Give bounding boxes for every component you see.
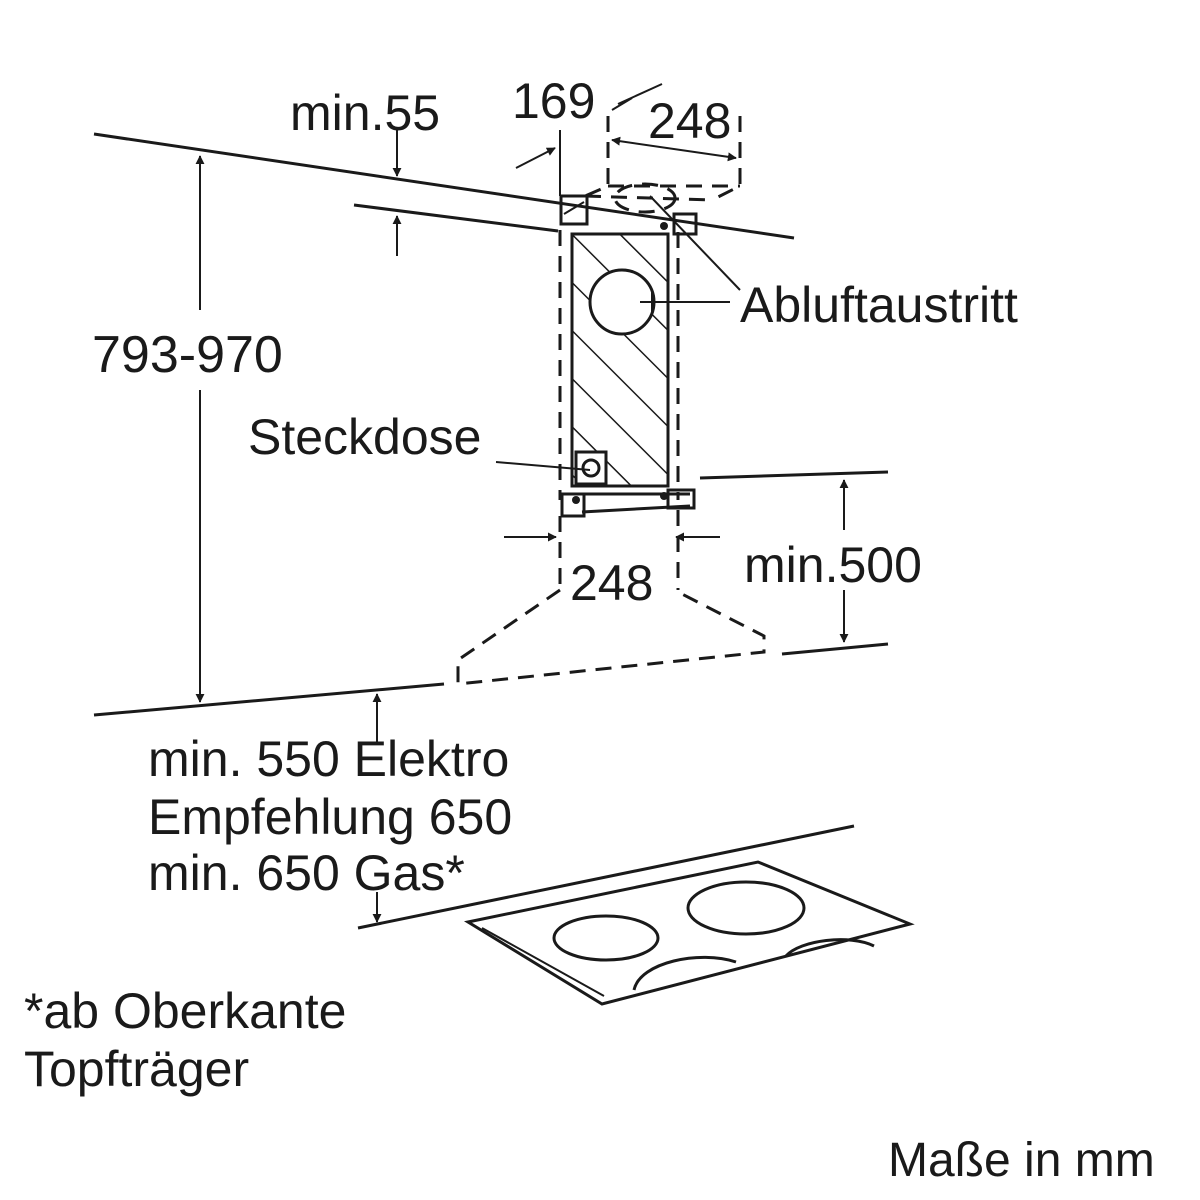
steckdose-leader	[495, 461, 591, 471]
label-clearance-2: Empfehlung 650	[148, 789, 512, 845]
ceiling-offset-line	[353, 203, 559, 233]
dim248-top-line	[611, 136, 737, 162]
dim169-arrow	[515, 147, 556, 169]
abluft-leader-1	[649, 195, 741, 291]
dim248-top-tick	[617, 83, 663, 105]
top-bracket-left	[559, 194, 589, 226]
socket-box	[574, 450, 608, 486]
label-169: 169	[512, 73, 595, 129]
label-248-top: 248	[648, 93, 731, 149]
hood-bottom-line	[93, 682, 445, 717]
burner-back-left	[686, 880, 806, 936]
exhaust-box-dashed	[584, 116, 742, 202]
label-footnote-1: *ab Oberkante	[24, 983, 346, 1039]
bottom-bracket-right	[666, 488, 696, 510]
ceiling-line	[93, 132, 795, 240]
top-bracket-left-hatch	[563, 201, 585, 215]
min500-bottom-line	[781, 642, 889, 656]
dim248-top-tick2	[611, 97, 633, 111]
label-footnote-2: Topfträger	[24, 1041, 249, 1097]
burner-front-right	[632, 955, 737, 991]
bottom-bracket-left	[560, 492, 586, 518]
hood-canopy-dashed	[456, 588, 766, 686]
label-height-range: 793-970	[92, 326, 283, 384]
burner-front-left	[552, 914, 660, 962]
label-min-500: min.500	[744, 537, 922, 593]
screw-bottom-right	[660, 492, 668, 500]
label-clearance-3: min. 650 Gas*	[148, 845, 465, 901]
screw-top-right	[660, 222, 668, 230]
socket-icon	[581, 458, 601, 478]
label-min-55: min.55	[290, 85, 440, 141]
label-abluftaustritt: Abluftaustritt	[740, 277, 1018, 333]
free-zone-outline	[570, 232, 670, 488]
label-units: Maße in mm	[888, 1134, 1155, 1187]
min500-top-line	[699, 470, 889, 480]
burner-back-right	[784, 938, 875, 958]
screw-bottom-left	[572, 496, 580, 504]
cooktop-inner-edge	[481, 927, 605, 997]
cooktop-outline	[463, 860, 915, 1006]
label-248-bottom: 248	[570, 555, 653, 611]
exhaust-outlet-ring	[613, 182, 677, 214]
label-clearance-1: min. 550 Elektro	[148, 731, 509, 787]
worktop-line	[357, 824, 855, 930]
label-steckdose: Steckdose	[248, 409, 481, 465]
